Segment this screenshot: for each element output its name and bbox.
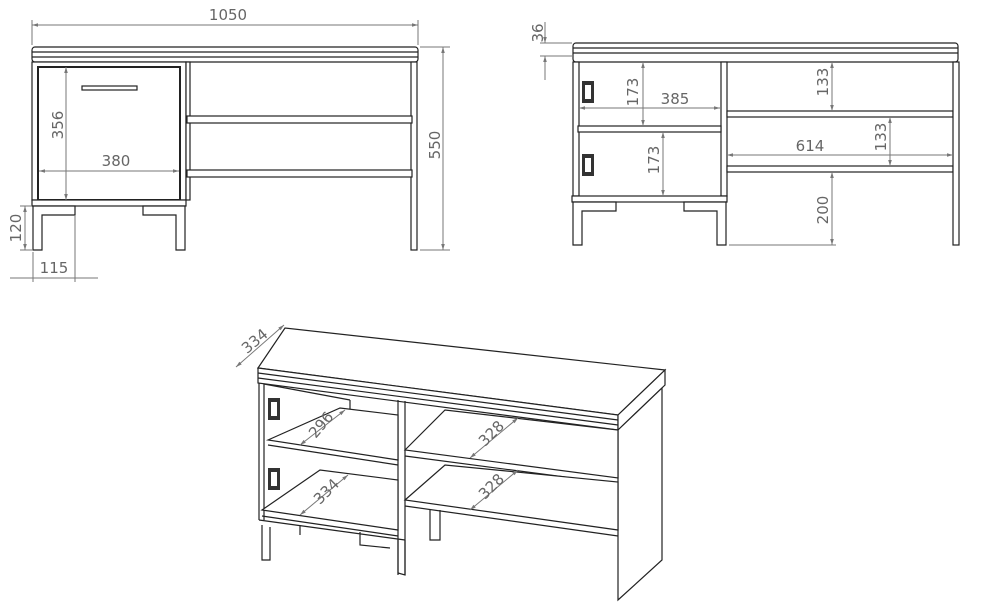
- dim-door-width: 380: [102, 152, 131, 170]
- dim-open-width: 614: [796, 137, 825, 155]
- dim-lower-compartment: 173: [645, 146, 663, 175]
- dim-height: 550: [426, 131, 444, 160]
- dim-lower-shelf-gap: 133: [872, 123, 890, 152]
- side-view: 36 173 385 173 133 614 133 200: [529, 22, 960, 246]
- dim-width: 1050: [209, 6, 247, 24]
- dim-leg-offset: 115: [40, 259, 69, 277]
- dim-door-height: 356: [49, 111, 67, 140]
- front-view: 1050 550 356 380 120 115: [7, 6, 450, 282]
- isometric-view: 334 296 334 328 328: [235, 324, 667, 602]
- dim-upper-shelf-gap: 133: [814, 68, 832, 97]
- hinge-icon: [268, 468, 280, 490]
- dim-depth: 334: [238, 325, 272, 357]
- dim-top-thickness: 36: [529, 23, 547, 42]
- dim-floor-clearance: 200: [814, 196, 832, 225]
- hinge-icon: [268, 398, 280, 420]
- dim-cabinet-width: 385: [661, 90, 690, 108]
- dim-upper-compartment: 173: [624, 78, 642, 107]
- dim-leg-height: 120: [7, 214, 25, 243]
- hinge-icon: [582, 81, 594, 103]
- hinge-icon: [582, 154, 594, 176]
- drawer-handle: [81, 85, 138, 91]
